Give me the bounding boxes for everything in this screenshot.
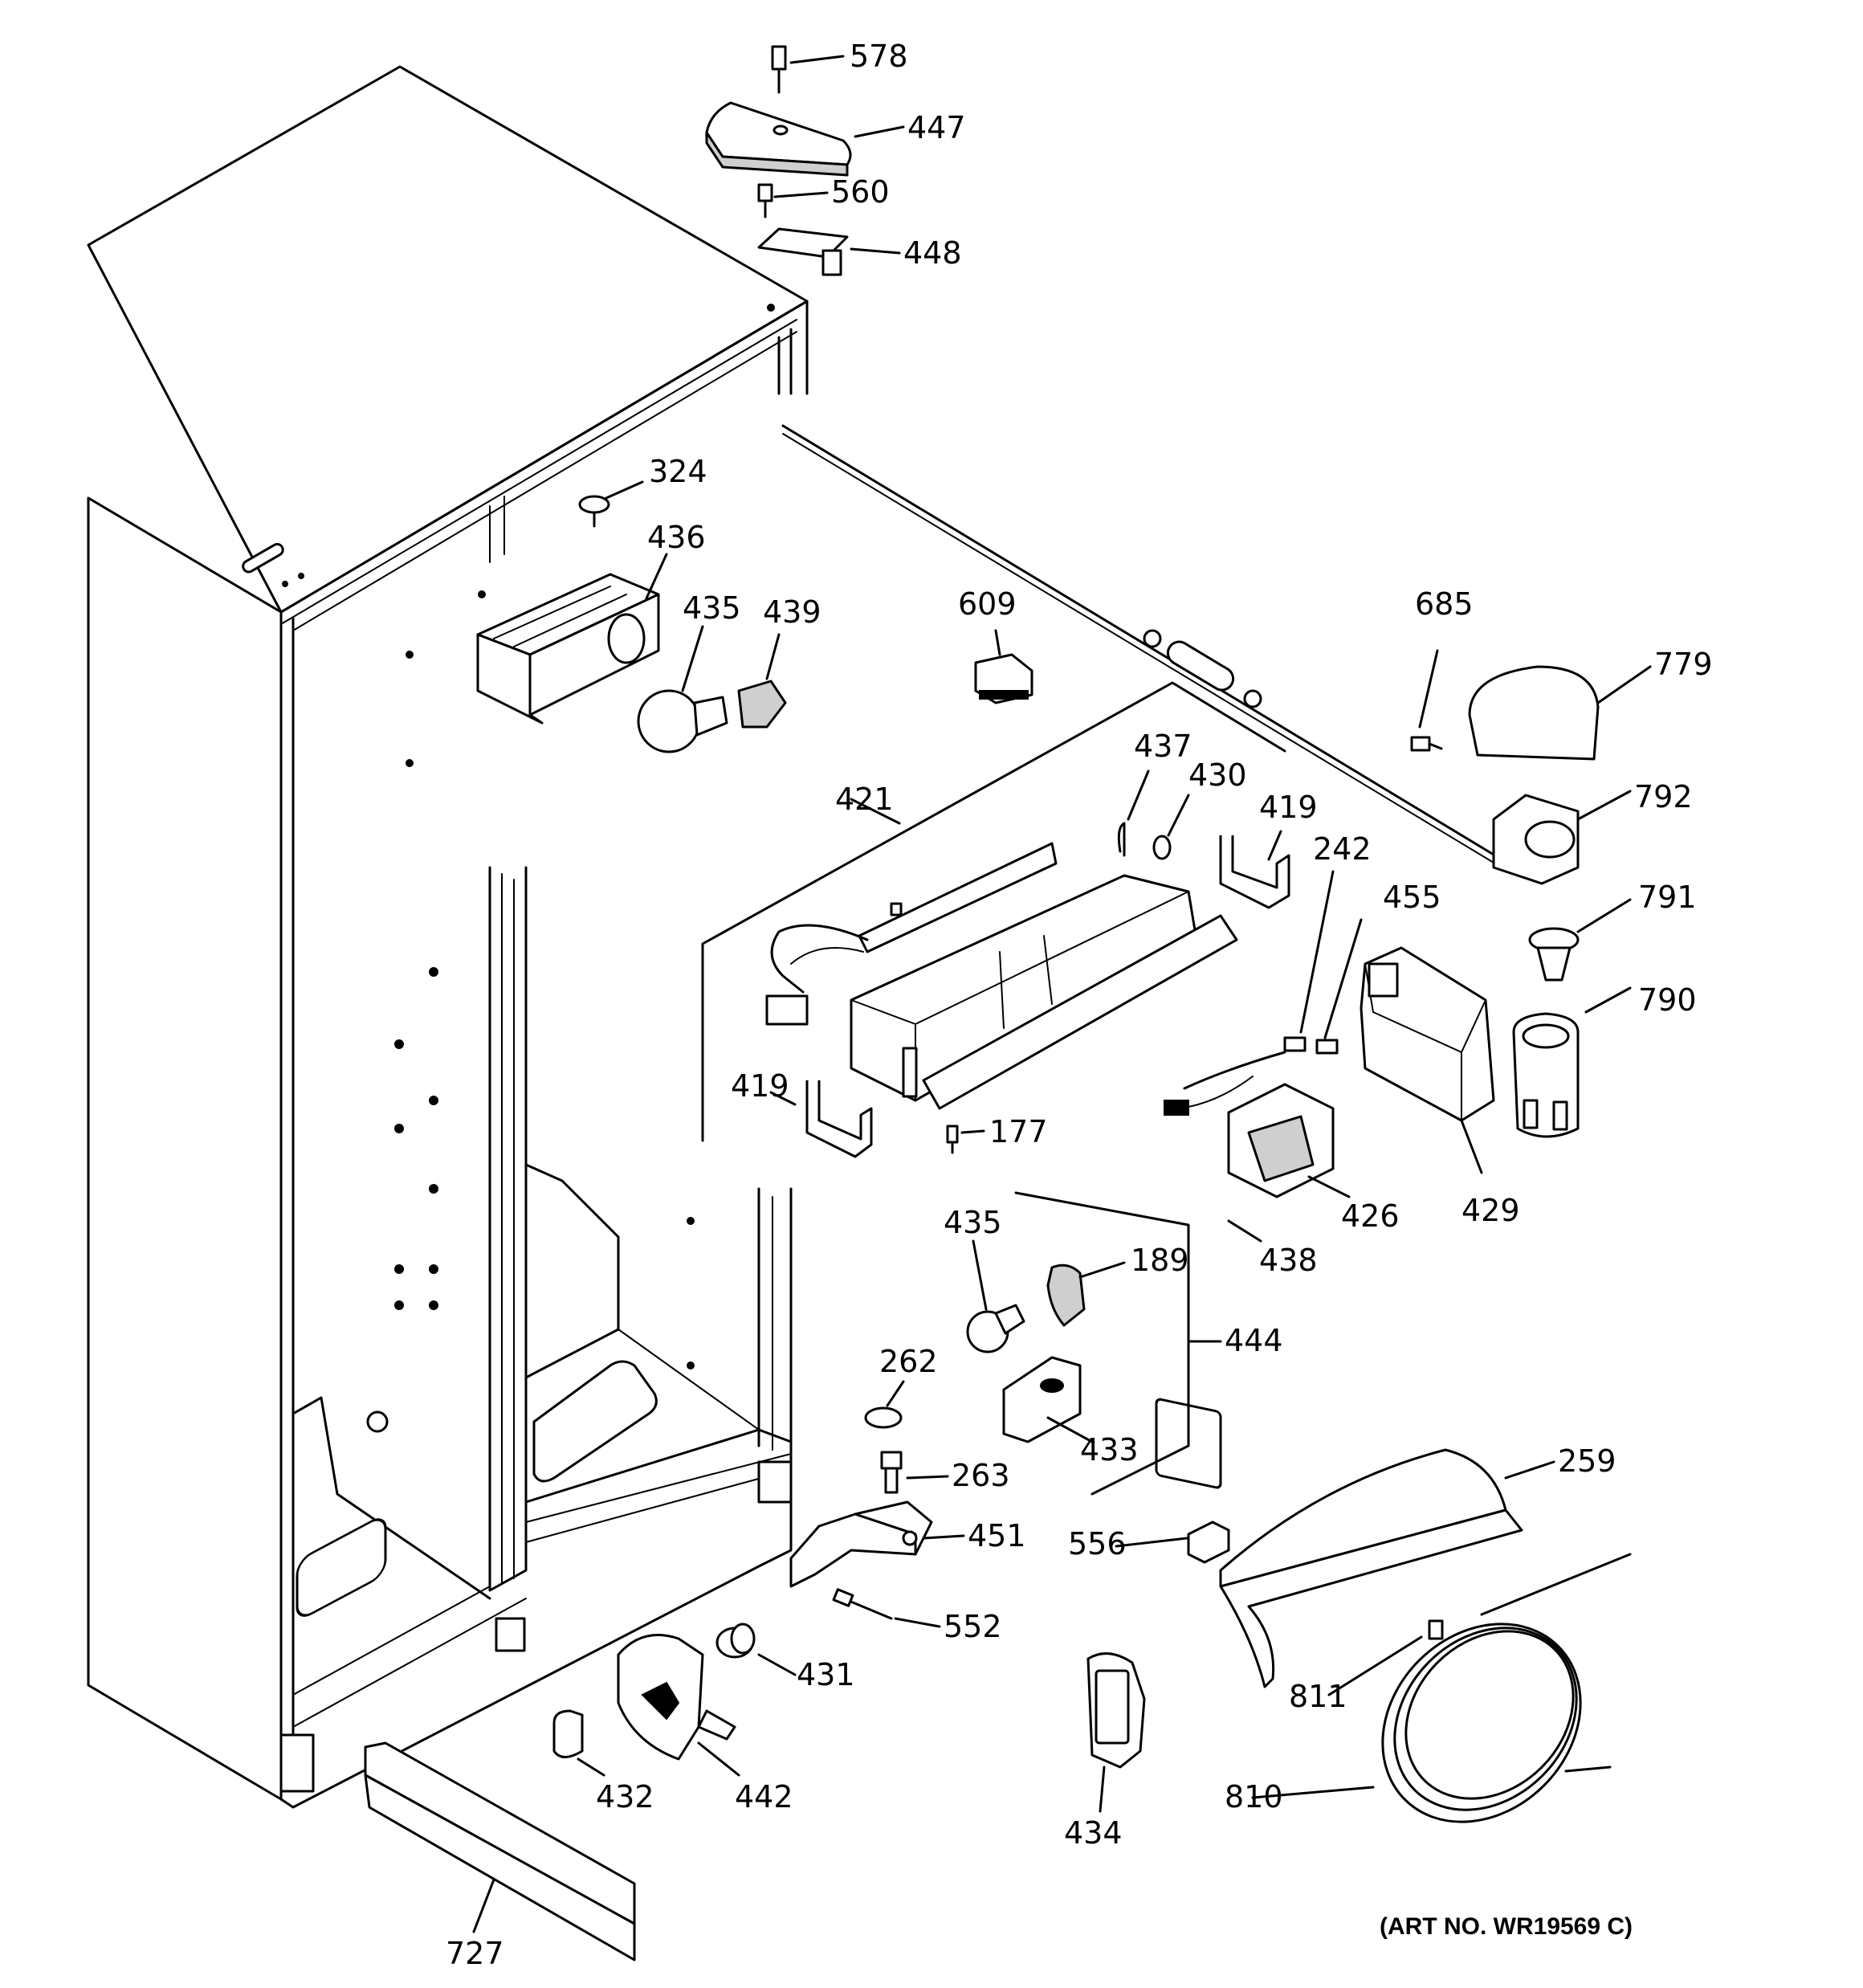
callout-label: 438: [1259, 1243, 1318, 1278]
pin-263: [880, 1451, 949, 1494]
callout-label: 455: [1383, 880, 1441, 915]
callout-label: 419: [731, 1068, 789, 1104]
light-socket-439: [737, 633, 787, 729]
callout-label: 421: [835, 782, 894, 817]
callout-label: 435: [944, 1205, 1002, 1240]
callout-label: 811: [1289, 1679, 1347, 1714]
bushing-432: [552, 1709, 605, 1777]
clip-437: [1117, 769, 1150, 857]
callout-label: 447: [907, 110, 966, 145]
callout-label: 259: [1558, 1443, 1616, 1479]
housing-tray: [850, 874, 1238, 1110]
screw-560: [757, 183, 829, 218]
control-board: [858, 842, 1058, 953]
callout-label: 556: [1068, 1526, 1127, 1561]
callout-label: 433: [1080, 1432, 1139, 1468]
callout-label: 434: [1064, 1815, 1123, 1851]
clip-556: [1115, 1521, 1230, 1564]
kickplate-727: [364, 1741, 636, 1961]
callout-label: 685: [1415, 586, 1474, 622]
callout-label: 432: [596, 1779, 654, 1815]
callout-label: 448: [903, 235, 962, 271]
grommet-430: [1152, 794, 1190, 860]
harness-plug: [1164, 1076, 1254, 1116]
callout-label: 436: [647, 520, 706, 555]
wire-harness: [765, 924, 869, 1026]
screw-177: [946, 1125, 985, 1154]
callout-label: 242: [1313, 831, 1372, 867]
refrigerator-cabinet: [87, 65, 809, 1809]
bushing-431: [715, 1623, 797, 1676]
hinge-cover-447: [705, 101, 905, 177]
clip-419-right: [1219, 830, 1290, 909]
clip-419-left: [769, 1080, 873, 1158]
ice-auger-motor-442: [617, 1634, 740, 1777]
hinge-screw-578: [771, 45, 845, 94]
callout-label: 779: [1654, 647, 1713, 682]
callout-label: 419: [1259, 790, 1318, 825]
dispenser-module-426: [1227, 1083, 1351, 1198]
callout-label: 263: [952, 1458, 1010, 1493]
callout-labels: 578 447 560 448 324 436 435 439 609 685 …: [446, 39, 1713, 1971]
switch-433: [1002, 1356, 1094, 1443]
light-bulb-435-lower: [966, 1239, 1025, 1353]
hinge-448: [757, 227, 901, 276]
callout-label: 451: [968, 1518, 1026, 1553]
callout-label: 426: [1341, 1198, 1400, 1234]
connector-455: [1315, 918, 1363, 1055]
socket-189: [1046, 1261, 1126, 1327]
callout-label: 560: [831, 174, 890, 210]
cover-259: [1219, 1448, 1555, 1688]
cam-262: [864, 1380, 905, 1429]
callout-label: 429: [1461, 1193, 1520, 1228]
art-number: (ART NO. WR19569 C): [1380, 1913, 1633, 1940]
callout-label: 430: [1188, 757, 1247, 793]
filter-housing-429: [1360, 946, 1495, 1174]
filter-cartridge-790: [1512, 986, 1632, 1138]
clamp-811: [1327, 1619, 1444, 1696]
callout-label: 609: [958, 586, 1017, 622]
bolt-552: [832, 1588, 941, 1628]
grille-434: [1086, 1652, 1146, 1813]
filter-cover-779: [1468, 665, 1652, 761]
callout-label: 177: [989, 1114, 1048, 1149]
wire-242: [1183, 870, 1335, 1090]
callout-label: 439: [763, 594, 821, 630]
filter-cap-791: [1528, 898, 1632, 982]
callout-label: 444: [1225, 1323, 1283, 1358]
callout-label: 324: [649, 454, 707, 489]
callout-label: 792: [1634, 779, 1693, 814]
callout-label: 431: [797, 1657, 855, 1692]
callout-label: 262: [879, 1344, 938, 1379]
callout-label: 437: [1134, 729, 1192, 764]
connector-609: [974, 629, 1033, 704]
callout-label: 578: [850, 39, 908, 74]
callout-label: 810: [1225, 1779, 1283, 1815]
callout-label: 791: [1638, 880, 1697, 915]
water-line-810: [1251, 1553, 1632, 1823]
callout-label: 435: [683, 590, 741, 626]
callout-label: 189: [1131, 1243, 1189, 1278]
assembly-bracket-421: [701, 681, 1286, 1142]
hinge-bracket-451: [789, 1500, 965, 1588]
light-bulb-435-upper: [637, 625, 728, 753]
bracket-444: [1014, 1191, 1222, 1496]
screw-685: [1410, 649, 1443, 752]
callout-label: 442: [735, 1779, 793, 1815]
light-shield-436: [476, 553, 668, 725]
fastener-324: [578, 480, 644, 528]
cabinet-holes: [366, 590, 695, 1433]
filter-head-792: [1492, 790, 1632, 885]
callout-label: 727: [446, 1936, 504, 1971]
callout-label: 790: [1638, 982, 1697, 1018]
callout-label: 552: [944, 1609, 1002, 1644]
water-tube: [781, 424, 1503, 868]
